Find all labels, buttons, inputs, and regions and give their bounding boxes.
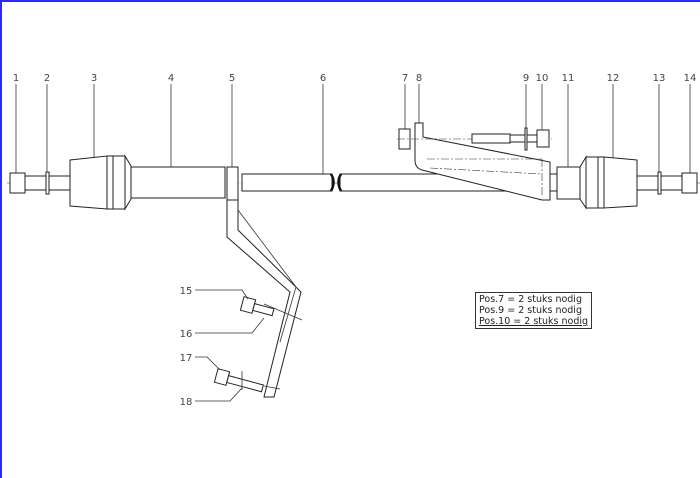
callout-17: 17 bbox=[180, 353, 193, 364]
hidden-lines bbox=[427, 158, 543, 197]
callout-13: 13 bbox=[653, 73, 666, 84]
part-13-washer bbox=[657, 171, 662, 195]
leader-lines bbox=[15, 84, 691, 402]
bracket-strut bbox=[237, 209, 297, 288]
callout-2: 2 bbox=[44, 73, 50, 84]
part-12-taper-nut bbox=[603, 156, 638, 209]
part-3-chamfer bbox=[124, 154, 132, 211]
part-8-bracket bbox=[414, 122, 551, 201]
callout-6: 6 bbox=[320, 73, 326, 84]
callout-7: 7 bbox=[402, 73, 408, 84]
note-line: Pos.7 = 2 stuks nodig bbox=[479, 294, 582, 305]
bolt-axis bbox=[263, 385, 281, 390]
callout-14: 14 bbox=[684, 73, 697, 84]
part-12-ring bbox=[585, 156, 599, 209]
callout-16: 16 bbox=[180, 329, 193, 340]
part-17-bolt bbox=[226, 375, 264, 393]
part-5-plate bbox=[226, 166, 239, 201]
bolt-axis bbox=[263, 303, 303, 321]
part-14-nut bbox=[681, 172, 698, 194]
callout-3: 3 bbox=[91, 73, 97, 84]
part-9-bolt bbox=[471, 133, 511, 144]
part-3-ring bbox=[112, 155, 126, 210]
callout-8: 8 bbox=[416, 73, 422, 84]
part-11-block bbox=[556, 166, 581, 200]
part-6-rod bbox=[241, 173, 333, 192]
part-9-washer bbox=[524, 127, 528, 151]
callout-4: 4 bbox=[168, 73, 174, 84]
callout-12: 12 bbox=[607, 73, 620, 84]
callout-18: 18 bbox=[180, 397, 193, 408]
callout-1: 1 bbox=[13, 73, 19, 84]
quantity-note: Pos.7 = 2 stuks nodig Pos.9 = 2 stuks no… bbox=[475, 292, 593, 329]
part-1-nut bbox=[9, 172, 26, 194]
note-line: Pos.9 = 2 stuks nodig bbox=[479, 305, 582, 316]
break-symbol bbox=[329, 173, 343, 192]
callout-5: 5 bbox=[229, 73, 235, 84]
callout-10: 10 bbox=[536, 73, 549, 84]
part-3-ring bbox=[106, 155, 114, 210]
part-2-washer bbox=[45, 171, 50, 195]
part-5-bracket bbox=[226, 199, 302, 398]
part-12-chamfer bbox=[579, 155, 587, 210]
part-12-ring bbox=[597, 156, 605, 209]
part-3-taper-nut bbox=[69, 155, 108, 210]
callout-9: 9 bbox=[523, 73, 529, 84]
part-4-tube bbox=[130, 166, 226, 199]
callout-labels: 1 2 3 4 5 6 7 8 9 10 11 12 13 14 15 16 1… bbox=[13, 73, 697, 408]
callout-15: 15 bbox=[180, 286, 193, 297]
part-9-shank bbox=[509, 134, 538, 143]
part-10-nut bbox=[536, 129, 550, 148]
part-15-bolt bbox=[252, 303, 275, 317]
callout-11: 11 bbox=[562, 73, 575, 84]
note-line: Pos.10 = 2 stuks nodig bbox=[479, 316, 589, 327]
